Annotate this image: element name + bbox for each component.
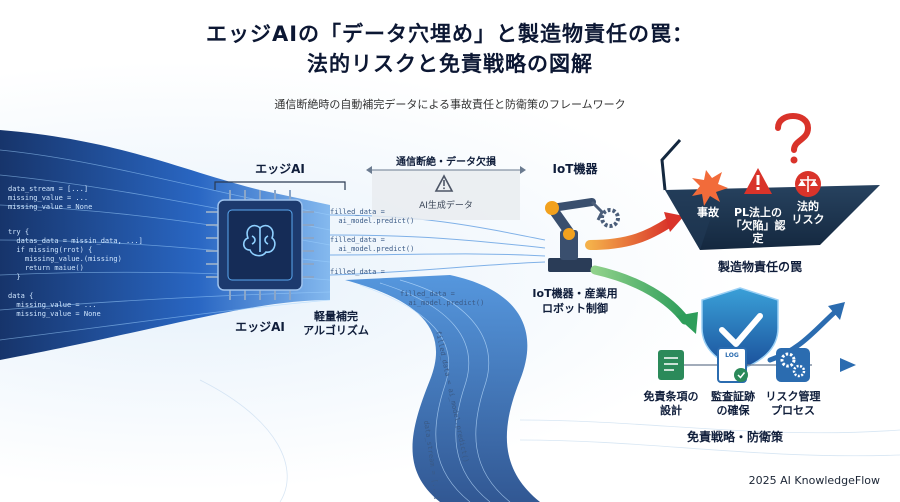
product-liability-trap-caption: 製造物責任の罠	[717, 260, 802, 274]
defense-step-audit-trail: 監査証跡 の確保	[711, 390, 755, 417]
page-title: エッジAIの「データ穴埋め」と製造物責任の罠：	[205, 22, 695, 46]
risk-arrow	[585, 217, 675, 250]
question-mark-icon	[775, 113, 812, 164]
edge-ai-chip-label: エッジAI	[235, 320, 285, 334]
accident-label: 事故	[697, 206, 719, 219]
ai-generated-data-label: AI生成データ	[419, 201, 473, 211]
scales-icon	[795, 171, 821, 197]
page-title-line2: 法的リスクと免責戦略の図解	[307, 52, 593, 76]
defense-step-disclaimer: 免責条項の 設計	[643, 390, 699, 417]
defense-arrow	[590, 265, 690, 325]
algorithm-label: 軽量補完 アルゴリズム	[303, 310, 369, 337]
page-subtitle: 通信断絶時の自動補完データによる事故責任と防衛策のフレームワーク	[274, 98, 626, 111]
legal-risk-label: 法的 リスク	[791, 200, 825, 226]
flow-lines-to-robot	[329, 214, 546, 276]
code-snippet-3: data { missing_value = ... missing_value…	[8, 292, 101, 318]
footer-credit: 2025 AI KnowledgeFlow	[748, 474, 880, 487]
log-audit-icon	[717, 347, 748, 383]
robot-arm-icon	[545, 198, 620, 272]
collision-icon	[692, 170, 728, 206]
iot-section-label: IoT機器	[552, 162, 598, 176]
pl-defect-label: PL法上の 「欠陥」認定	[730, 206, 786, 245]
code-snippet-1: data_stream = [...] missing_value = ... …	[8, 185, 93, 211]
data-gap-label: 通信断絶・データ欠損	[396, 157, 496, 168]
defense-step-risk-management: リスク管理 プロセス	[765, 390, 821, 417]
code-snippet-2: try { datas_data = missin_data, ...] if …	[8, 228, 143, 281]
warning-icon-red	[744, 168, 772, 194]
left-data-stream	[0, 130, 330, 360]
edge-ai-section-label: エッジAI	[255, 162, 305, 176]
code-filled-3: filled_data =	[330, 268, 385, 276]
robot-control-label: IoT機器・産業用 ロボット制御	[532, 287, 618, 315]
brain-icon	[242, 224, 276, 257]
river-lines	[359, 279, 511, 502]
edge-ai-bracket	[214, 181, 346, 190]
background-lines	[199, 379, 900, 502]
warning-icon	[434, 174, 454, 192]
defense-strategy-caption: 免責戦略・防衛策	[686, 430, 783, 444]
log-label: LOG	[725, 352, 739, 359]
gear-icon	[776, 348, 810, 382]
code-filled-4: filled_data = ai_model.predict()	[400, 290, 485, 307]
code-filled-1: filled_data = ai_model.predict()	[330, 208, 415, 225]
data-river	[345, 275, 540, 502]
document-icon	[658, 350, 684, 380]
code-filled-2: filled_data = ai_model.predict()	[330, 236, 415, 253]
